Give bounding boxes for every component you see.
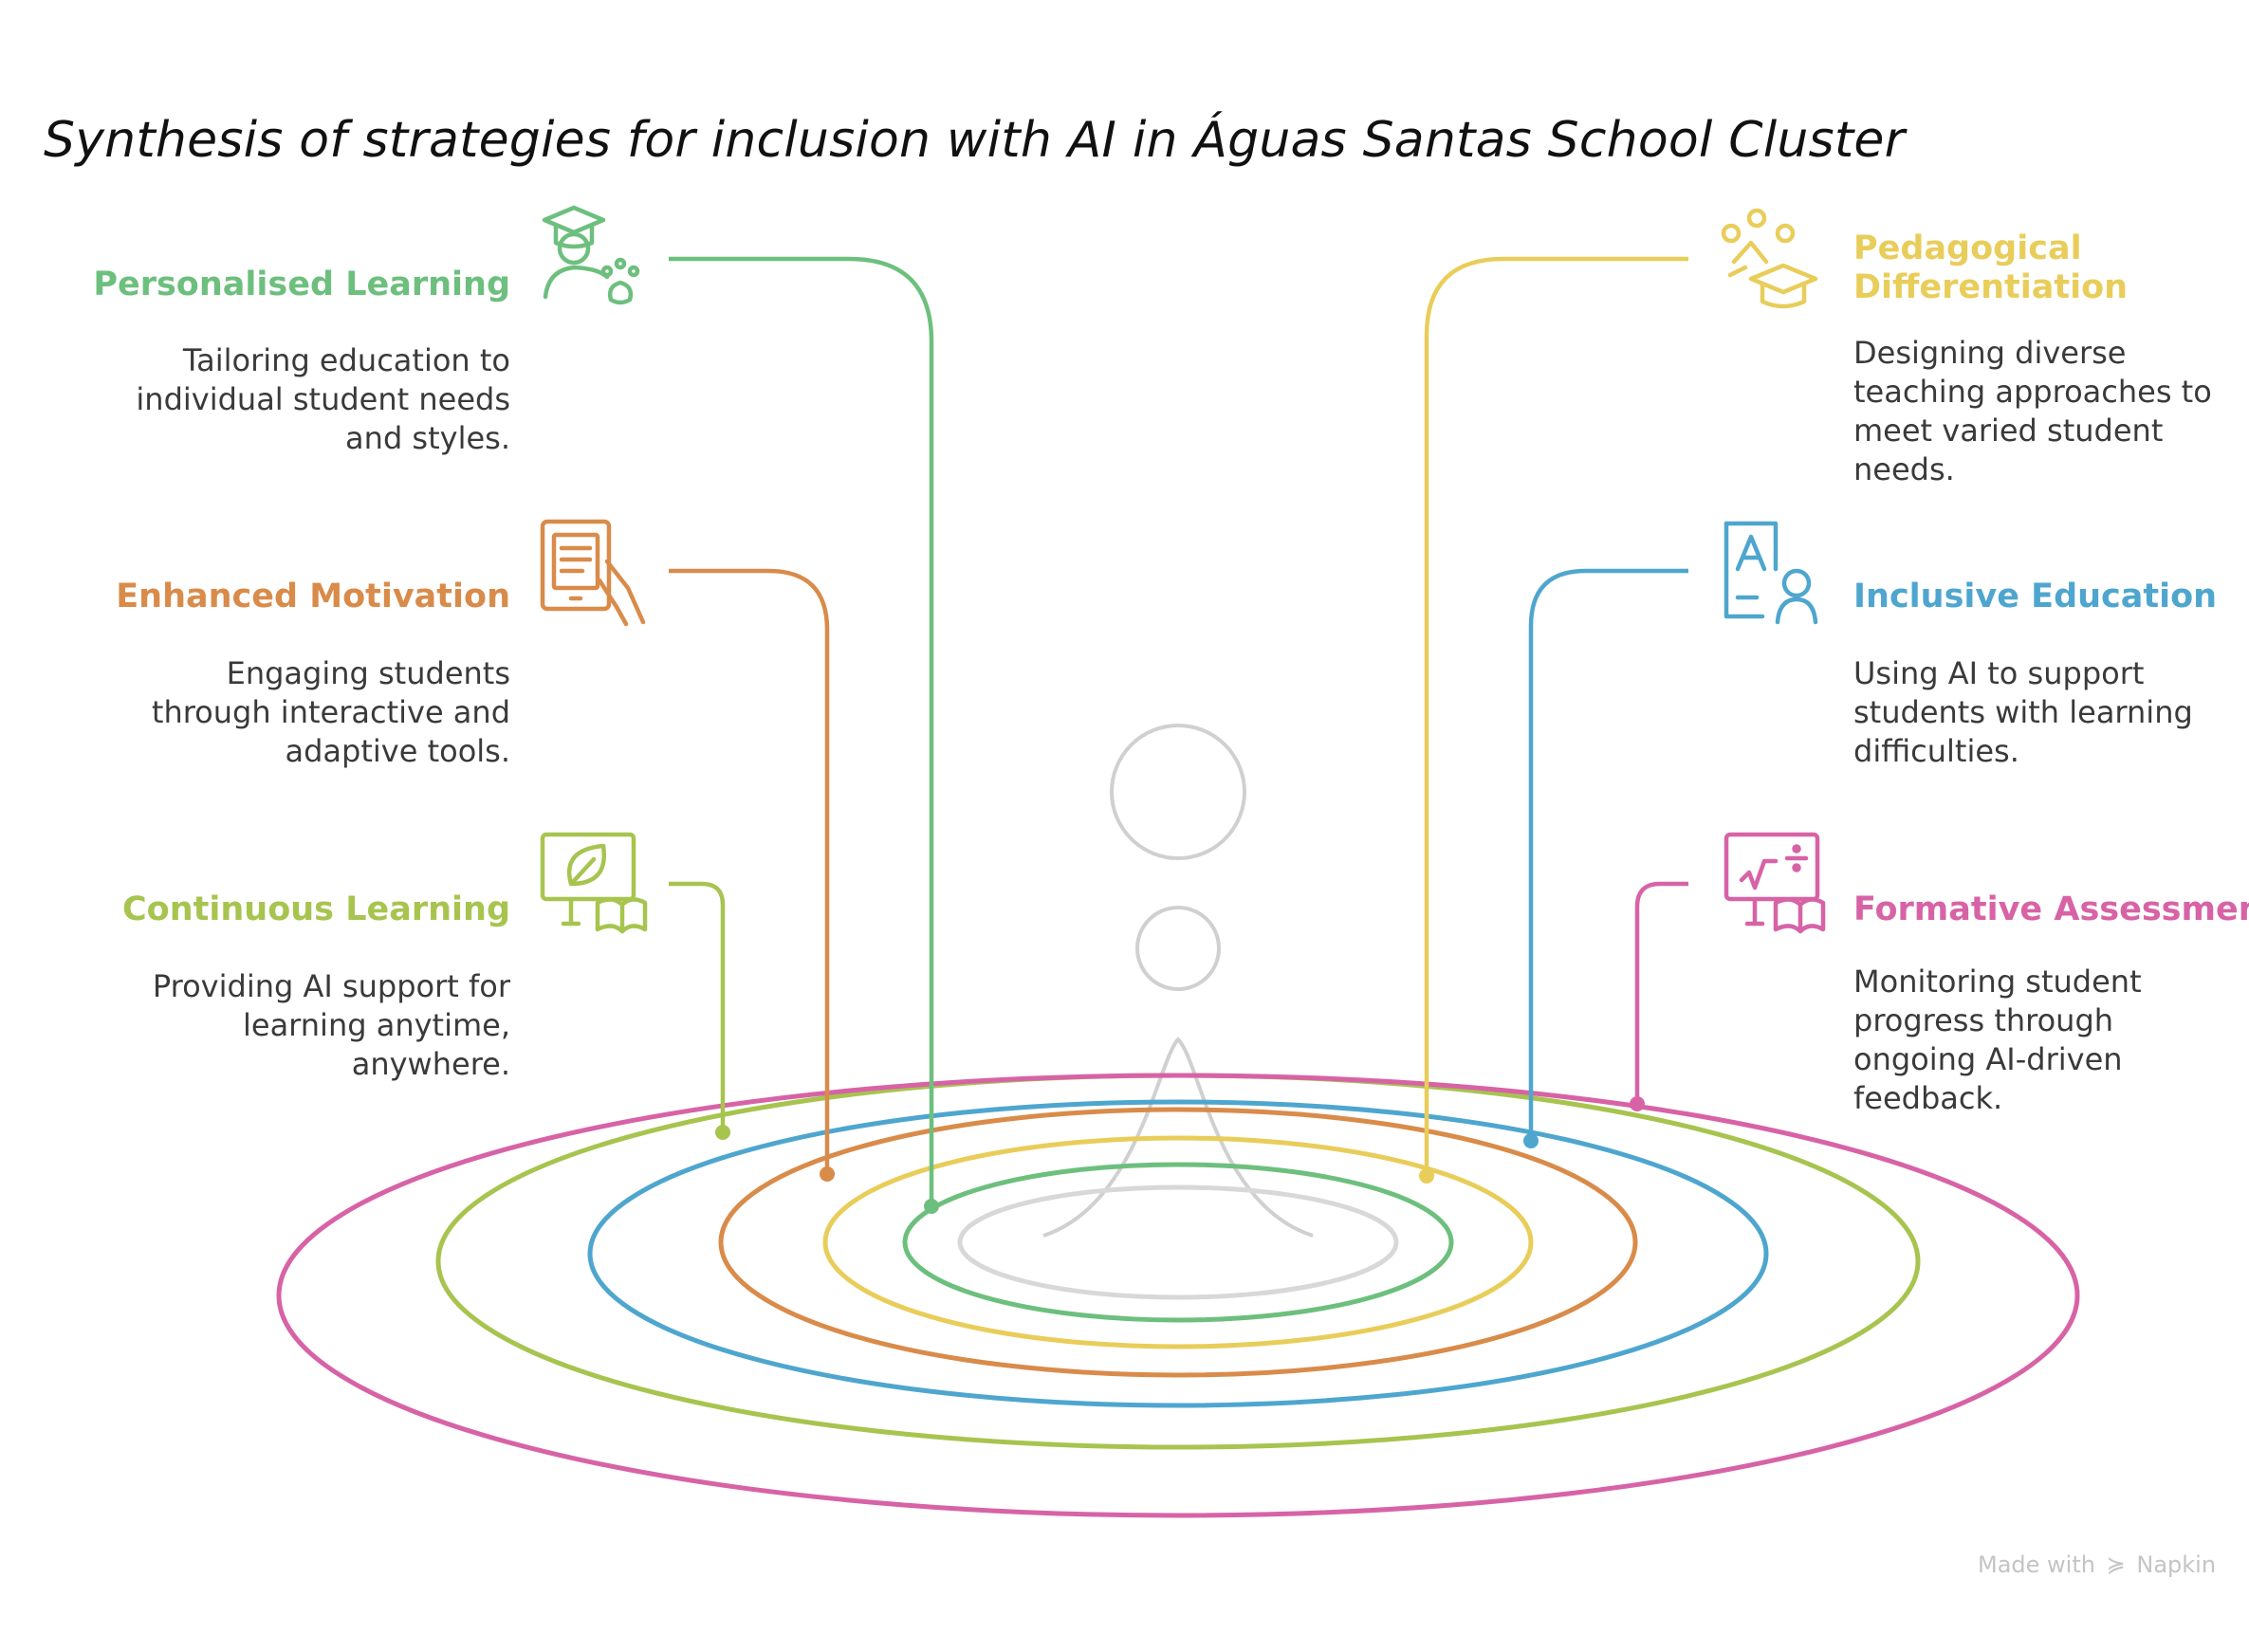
- label-formative-assessment: Formative Assessment: [1853, 890, 2249, 928]
- ring-continuous: [435, 1073, 1921, 1450]
- connector-dot-formative: [1630, 1096, 1645, 1111]
- board-math-book-icon: [1724, 832, 1826, 934]
- label-inclusive-education: Inclusive Education: [1853, 578, 2218, 615]
- connector-dot-differentiation: [1419, 1168, 1434, 1184]
- page-title: Synthesis of strategies for inclusion wi…: [44, 112, 1906, 169]
- watermark-brand: Napkin: [2136, 1551, 2217, 1578]
- desc-formative-assessment: Monitoring student progress through ongo…: [1853, 964, 2142, 1116]
- ring-personalised: [902, 1162, 1454, 1323]
- desc-pedagogical-differentiation: Designing diverse teaching approaches to…: [1853, 335, 2212, 487]
- ring-motivation: [718, 1107, 1638, 1378]
- graduation-cap-nodes-icon: [1721, 208, 1818, 309]
- watermark: Made with ≽ Napkin: [1978, 1551, 2216, 1578]
- desc-inclusive-education: Using AI to support students with learni…: [1853, 655, 2193, 769]
- drop-circle-large: [1110, 724, 1246, 860]
- drop-splash: [1042, 1037, 1314, 1238]
- document-a-person-icon: [1724, 521, 1818, 625]
- watermark-prefix: Made with: [1978, 1551, 2095, 1578]
- connector-dot-continuous: [715, 1125, 730, 1140]
- ring-differentiation: [822, 1135, 1534, 1349]
- connector-dot-motivation: [820, 1166, 835, 1182]
- connector-inclusive: [1528, 568, 1688, 1141]
- tablet-hand-icon: [540, 519, 646, 627]
- ring-formative: [276, 1073, 2080, 1518]
- leaf-board-book-icon: [540, 832, 648, 934]
- connector-dot-inclusive: [1523, 1133, 1539, 1148]
- napkin-logo-icon: ≽: [2106, 1551, 2126, 1578]
- ring-innermost: [957, 1184, 1399, 1300]
- label-continuous-learning: Continuous Learning: [122, 890, 510, 928]
- water-drop: [1042, 724, 1314, 1238]
- label-enhanced-motivation: Enhanced Motivation: [116, 578, 510, 615]
- student-cap-paw-icon: [542, 205, 640, 305]
- ring-inclusive: [587, 1099, 1769, 1408]
- desc-continuous-learning: Providing AI support for learning anytim…: [152, 968, 510, 1082]
- ripple-rings: [276, 1073, 2080, 1518]
- label-personalised-learning: Personalised Learning: [93, 266, 510, 303]
- connector-dot-personalised: [924, 1199, 939, 1214]
- connectors: [669, 256, 1688, 1214]
- connector-continuous: [669, 881, 726, 1132]
- desc-enhanced-motivation: Engaging students through interactive an…: [151, 655, 510, 769]
- desc-personalised-learning: Tailoring education to individual studen…: [136, 342, 510, 456]
- connector-motivation: [669, 568, 830, 1174]
- connector-differentiation: [1424, 256, 1688, 1176]
- label-pedagogical-differentiation: Pedagogical Differentiation: [1853, 229, 2129, 306]
- drop-circle-small: [1135, 906, 1221, 991]
- connector-formative: [1634, 881, 1688, 1104]
- connector-personalised: [669, 256, 934, 1206]
